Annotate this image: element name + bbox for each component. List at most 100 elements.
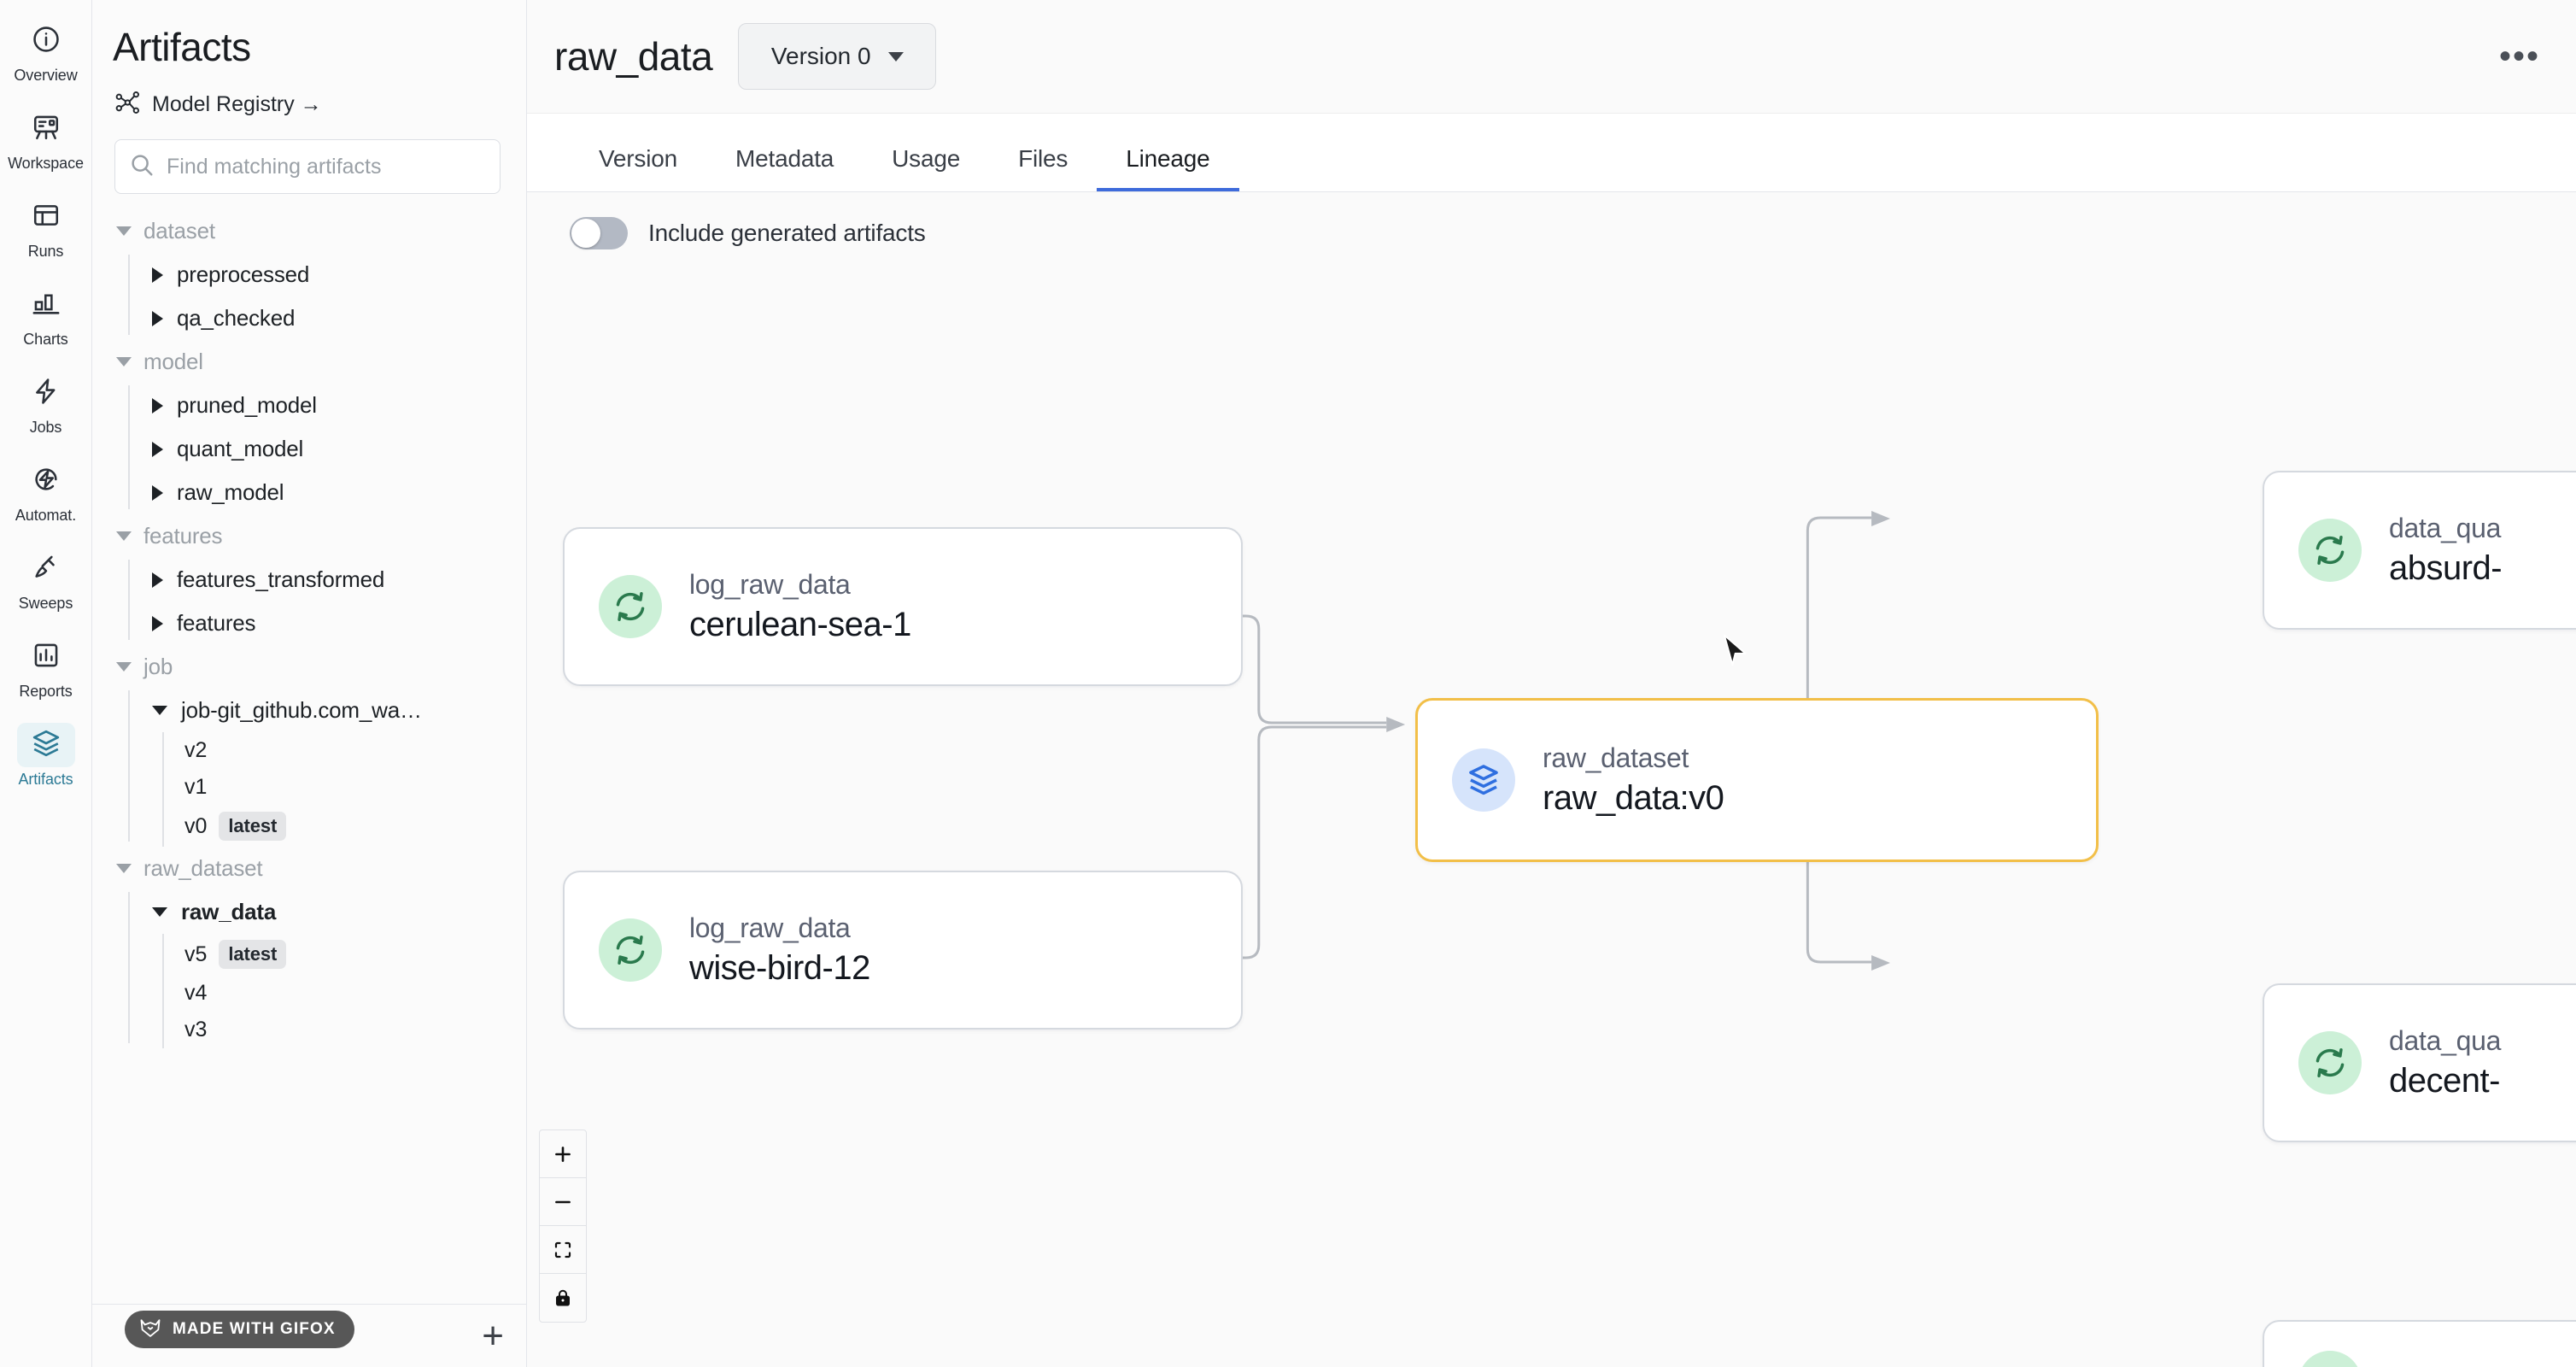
model-registry-link[interactable]: Model Registry → [92,70,526,120]
runs-panel[interactable]: Runs Search Ru [2263,1320,2576,1367]
tree-node-raw_model[interactable]: raw_model [132,471,526,514]
chevron-right-icon [152,441,163,457]
tree-node-features_transformed[interactable]: features_transformed [132,558,526,601]
tree-node-quant_model[interactable]: quant_model [132,427,526,471]
rail-item-jobs[interactable]: Jobs [5,371,87,437]
rail-item-workspace[interactable]: Workspace [5,107,87,173]
rail-item-runs[interactable]: Runs [5,195,87,261]
version-select[interactable]: Version 0 [738,23,937,90]
rail-item-charts[interactable]: Charts [5,283,87,349]
model-registry-icon [114,89,142,120]
tree-node-label: raw_data [181,899,277,924]
rail-label: Overview [14,67,78,84]
tree-node-preprocessed[interactable]: preprocessed [132,253,526,296]
rail-item-artifacts[interactable]: Artifacts [5,723,87,789]
lock-icon[interactable] [540,1274,586,1322]
node-type-label: data_qua [2389,1025,2502,1056]
tree-group-label: features [143,523,223,549]
tree-group-job[interactable]: job [92,645,526,689]
chevron-right-icon [152,310,163,326]
rail-label: Workspace [8,155,84,172]
tree-node-job-git_github.com_wa…[interactable]: job-git_github.com_wa… [132,689,526,732]
version-select-label: Version 0 [770,43,871,69]
chevron-down-icon [116,531,132,541]
node-type-label: data_qua [2389,513,2502,543]
tab-version[interactable]: Version [599,145,677,172]
tab-files[interactable]: Files [1018,145,1068,172]
tree-group-raw_dataset[interactable]: raw_dataset [92,847,526,890]
tab-usage[interactable]: Usage [892,145,961,172]
tree-node-qa_checked[interactable]: qa_checked [132,296,526,340]
node-name-label: wise-bird-12 [689,949,870,987]
zoom-in-icon[interactable] [540,1130,586,1178]
lineage-node-run[interactable]: log_raw_data cerulean-sea-1 [563,527,1243,686]
fit-view-icon[interactable] [540,1226,586,1274]
tree-node-raw_data[interactable]: raw_data [132,890,526,934]
artifact-tabs: Version Metadata Usage Files Lineage [527,114,2576,192]
runs-panel-title: Runs [2387,1362,2470,1367]
rail-label: Reports [19,683,73,700]
rail-item-sweeps[interactable]: Sweeps [5,547,87,613]
tree-version-item[interactable]: v2 [166,732,526,769]
chevron-right-icon [152,615,163,631]
artifact-search[interactable] [114,139,501,194]
node-type-label: raw_dataset [1543,742,1689,773]
tree-version-label: v3 [184,1018,208,1041]
tab-lineage[interactable]: Lineage [1097,145,1239,191]
left-nav-rail: Overview Workspace Runs Charts Jobs [0,0,92,1367]
sweeps-icon [32,553,61,586]
rail-label: Artifacts [18,771,73,788]
search-input[interactable] [167,154,486,179]
tree-version-item[interactable]: v4 [166,975,526,1012]
tree-node-pruned_model[interactable]: pruned_model [132,384,526,427]
version-tag-badge: latest [219,940,287,969]
tree-group-dataset[interactable]: dataset [92,209,526,253]
charts-icon [32,289,61,322]
overflow-menu-button[interactable]: ••• [2498,38,2540,75]
toggle-knob [571,219,600,248]
rail-label: Runs [27,243,64,260]
tree-version-item[interactable]: v3 [166,1012,526,1048]
lineage-node-run[interactable]: data_qua absurd- [2263,471,2576,630]
page-title: Artifacts [113,25,251,69]
tab-metadata[interactable]: Metadata [735,145,834,172]
tree-node-features[interactable]: features [132,601,526,645]
tree-version-item[interactable]: v1 [166,769,526,806]
tree-version-label: v1 [184,775,208,799]
gifox-watermark: MADE WITH GIFOX [125,1311,354,1348]
lineage-node-run[interactable]: log_raw_data wise-bird-12 [563,871,1243,1030]
lineage-node-run[interactable]: data_qua decent- [2263,983,2576,1142]
artifact-header: raw_data Version 0 ••• [527,0,2576,114]
tree-group-label: raw_dataset [143,855,263,881]
rail-item-reports[interactable]: Reports [5,635,87,701]
lineage-canvas[interactable]: log_raw_data cerulean-sea-1 log_raw_data… [527,274,2576,1367]
tree-version-label: v2 [184,738,208,762]
rail-item-automations[interactable]: Automat. [5,459,87,525]
tree-group-features[interactable]: features [92,514,526,558]
run-icon [2298,519,2362,582]
include-generated-toggle[interactable] [570,217,628,249]
chevron-down-icon [887,51,904,62]
tree-node-label: pruned_model [177,392,317,418]
version-tag-badge: latest [219,812,287,841]
add-artifact-button[interactable]: + [482,1314,504,1357]
chevron-down-icon [116,357,132,367]
rail-item-overview[interactable]: Overview [5,19,87,85]
include-generated-label: Include generated artifacts [648,220,926,246]
chevron-down-icon [116,662,132,672]
tree-group-label: dataset [143,218,215,243]
run-icon [2298,1031,2362,1094]
dataset-icon [1452,748,1515,812]
tree-group-model[interactable]: model [92,340,526,384]
lineage-node-dataset-selected[interactable]: raw_dataset raw_data:v0 [1415,698,2099,862]
zoom-out-icon[interactable] [540,1178,586,1226]
node-name-label: absurd- [2389,549,2503,587]
